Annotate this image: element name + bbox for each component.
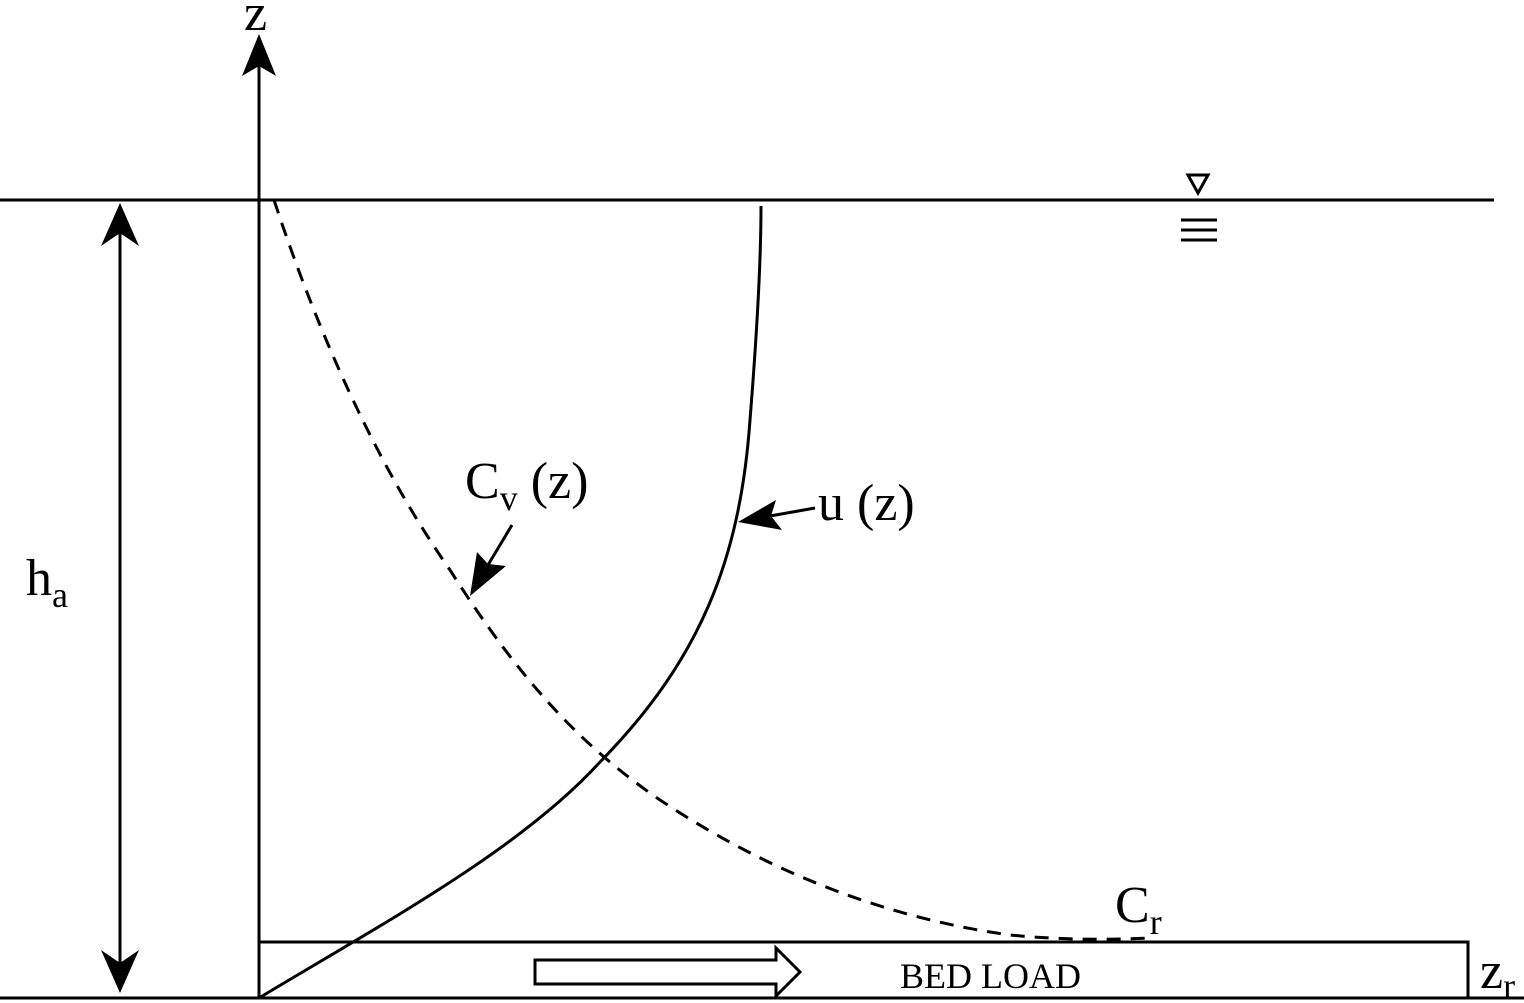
water-surface-icon bbox=[1181, 173, 1217, 242]
z-axis-label: z bbox=[244, 0, 267, 42]
velocity-pointer-line bbox=[769, 506, 816, 518]
velocity-pointer-arrowhead bbox=[738, 500, 782, 530]
velocity-profile-curve bbox=[258, 205, 763, 1000]
reference-concentration-label: Cr bbox=[1115, 877, 1162, 942]
velocity-label: u (z) bbox=[818, 475, 915, 532]
concentration-label: Cv (z) bbox=[465, 453, 588, 518]
concentration-pointer-arrowhead bbox=[470, 552, 506, 596]
bed-load-layer bbox=[257, 940, 1470, 1000]
bed-load-label: BED LOAD bbox=[900, 956, 1081, 996]
bed-load-arrow-icon bbox=[533, 944, 803, 1000]
depth-label: ha bbox=[26, 550, 68, 615]
reference-height-label: zr bbox=[1480, 943, 1515, 1003]
concentration-profile-curve bbox=[272, 199, 1151, 941]
z-axis-arrowhead bbox=[242, 34, 276, 76]
concentration-pointer-line bbox=[486, 524, 514, 566]
depth-dimension-arrow bbox=[101, 203, 139, 993]
